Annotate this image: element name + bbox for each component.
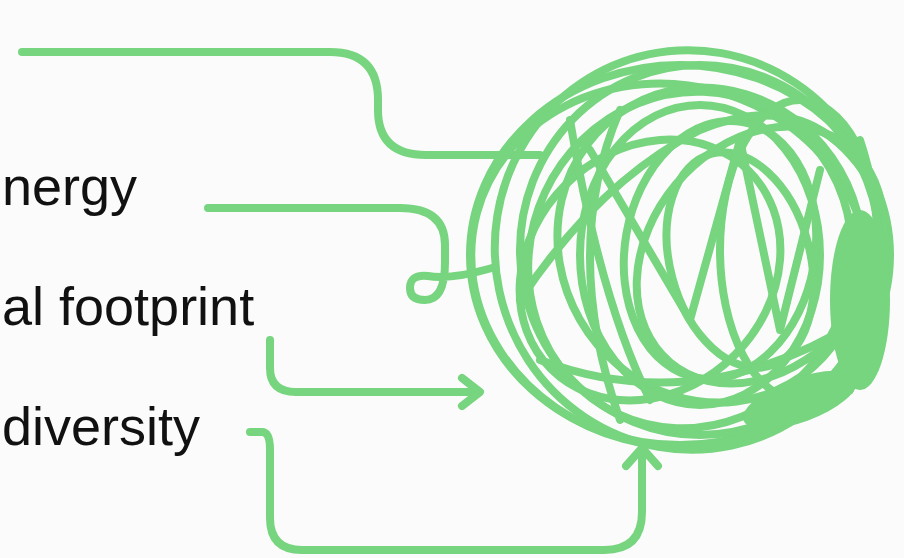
label-text: nergy <box>2 159 137 213</box>
scribble-loop <box>500 31 904 458</box>
scribble-stroke <box>520 115 880 382</box>
label-text: diversity <box>2 399 200 453</box>
leader-line <box>270 340 478 392</box>
label-text: al footprint <box>2 279 254 333</box>
scribble-fill <box>830 210 890 390</box>
leader-line <box>22 52 540 155</box>
arrow-head <box>462 378 480 406</box>
scribble-loop <box>430 39 904 490</box>
leader-line <box>250 432 642 550</box>
scribble-fill <box>736 359 864 441</box>
arrow-head <box>626 448 658 466</box>
scribble-loop <box>473 38 904 481</box>
